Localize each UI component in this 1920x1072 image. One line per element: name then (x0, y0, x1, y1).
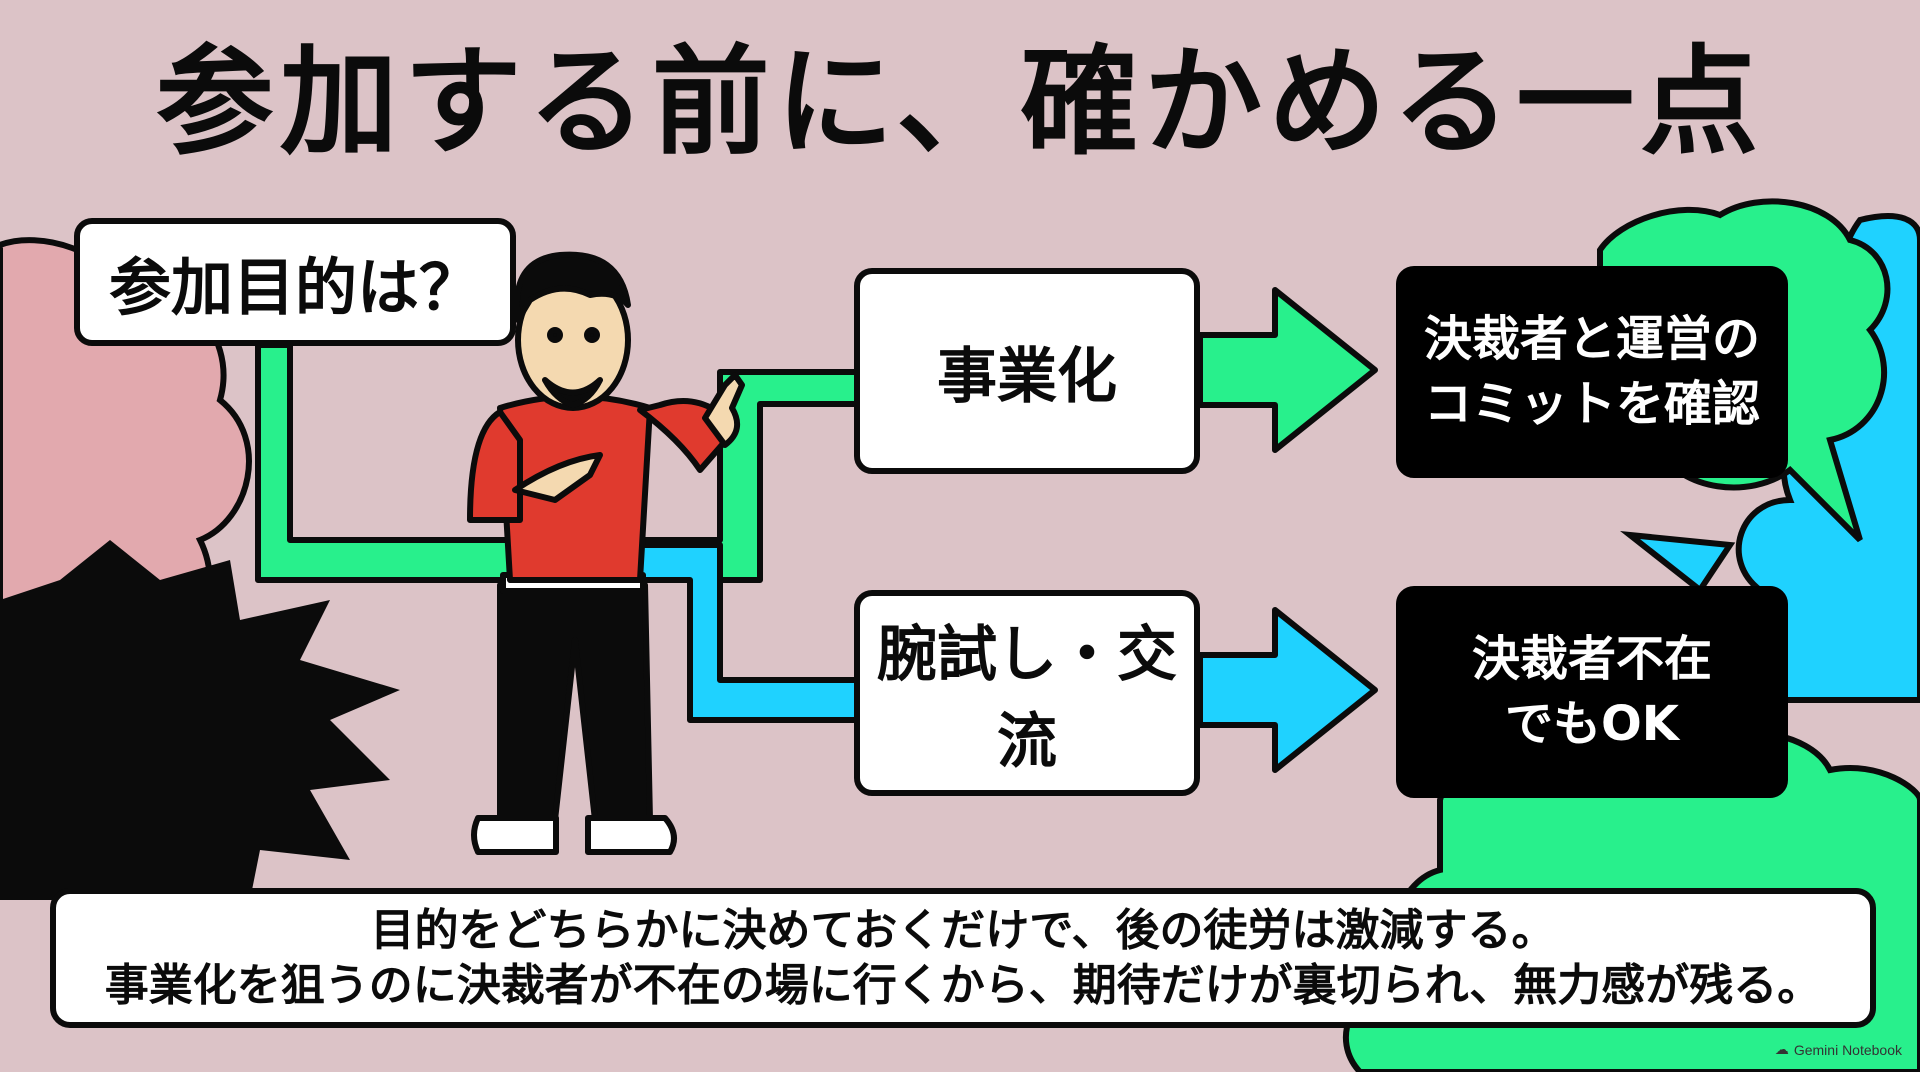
person-pointing-illustration (467, 251, 745, 855)
result-line: 決裁者不在 (1471, 631, 1712, 688)
result-line: 決裁者と運営の (1423, 311, 1760, 368)
summary-box: 目的をどちらかに決めておくだけで、後の徒労は激減する。 事業化を狙うのに決裁者が… (50, 888, 1876, 1028)
option-box-business: 事業化 (854, 268, 1200, 474)
arrow-right-icon (1197, 287, 1378, 453)
result-line: コミットを確認 (1423, 376, 1760, 432)
gemini-logo-icon: ☁ (1774, 1041, 1789, 1057)
question-box: 参加目的は？ (74, 218, 516, 346)
summary-line: 目的をどちらかに決めておくだけで、後の徒労は激減する。 (370, 905, 1556, 956)
arrow-right-icon (1197, 607, 1378, 773)
result-box-business: 決裁者と運営の コミットを確認 (1396, 266, 1788, 478)
watermark-text: Gemini Notebook (1793, 1041, 1902, 1058)
page-title: 参加する前に、確かめる一点 (155, 33, 1765, 171)
result-box-networking: 決裁者不在 でもOK (1396, 586, 1788, 798)
speech-bubble-icon (1620, 530, 1736, 595)
summary-line: 事業化を狙うのに決裁者が不在の場に行くから、期待だけが裏切られ、無力感が残る。 (104, 960, 1822, 1011)
watermark: ☁ Gemini Notebook (1775, 1041, 1902, 1058)
result-line: でもOK (1504, 696, 1679, 752)
black-starburst-shape (0, 540, 400, 900)
option-box-networking: 腕試し・交流 (854, 590, 1200, 796)
